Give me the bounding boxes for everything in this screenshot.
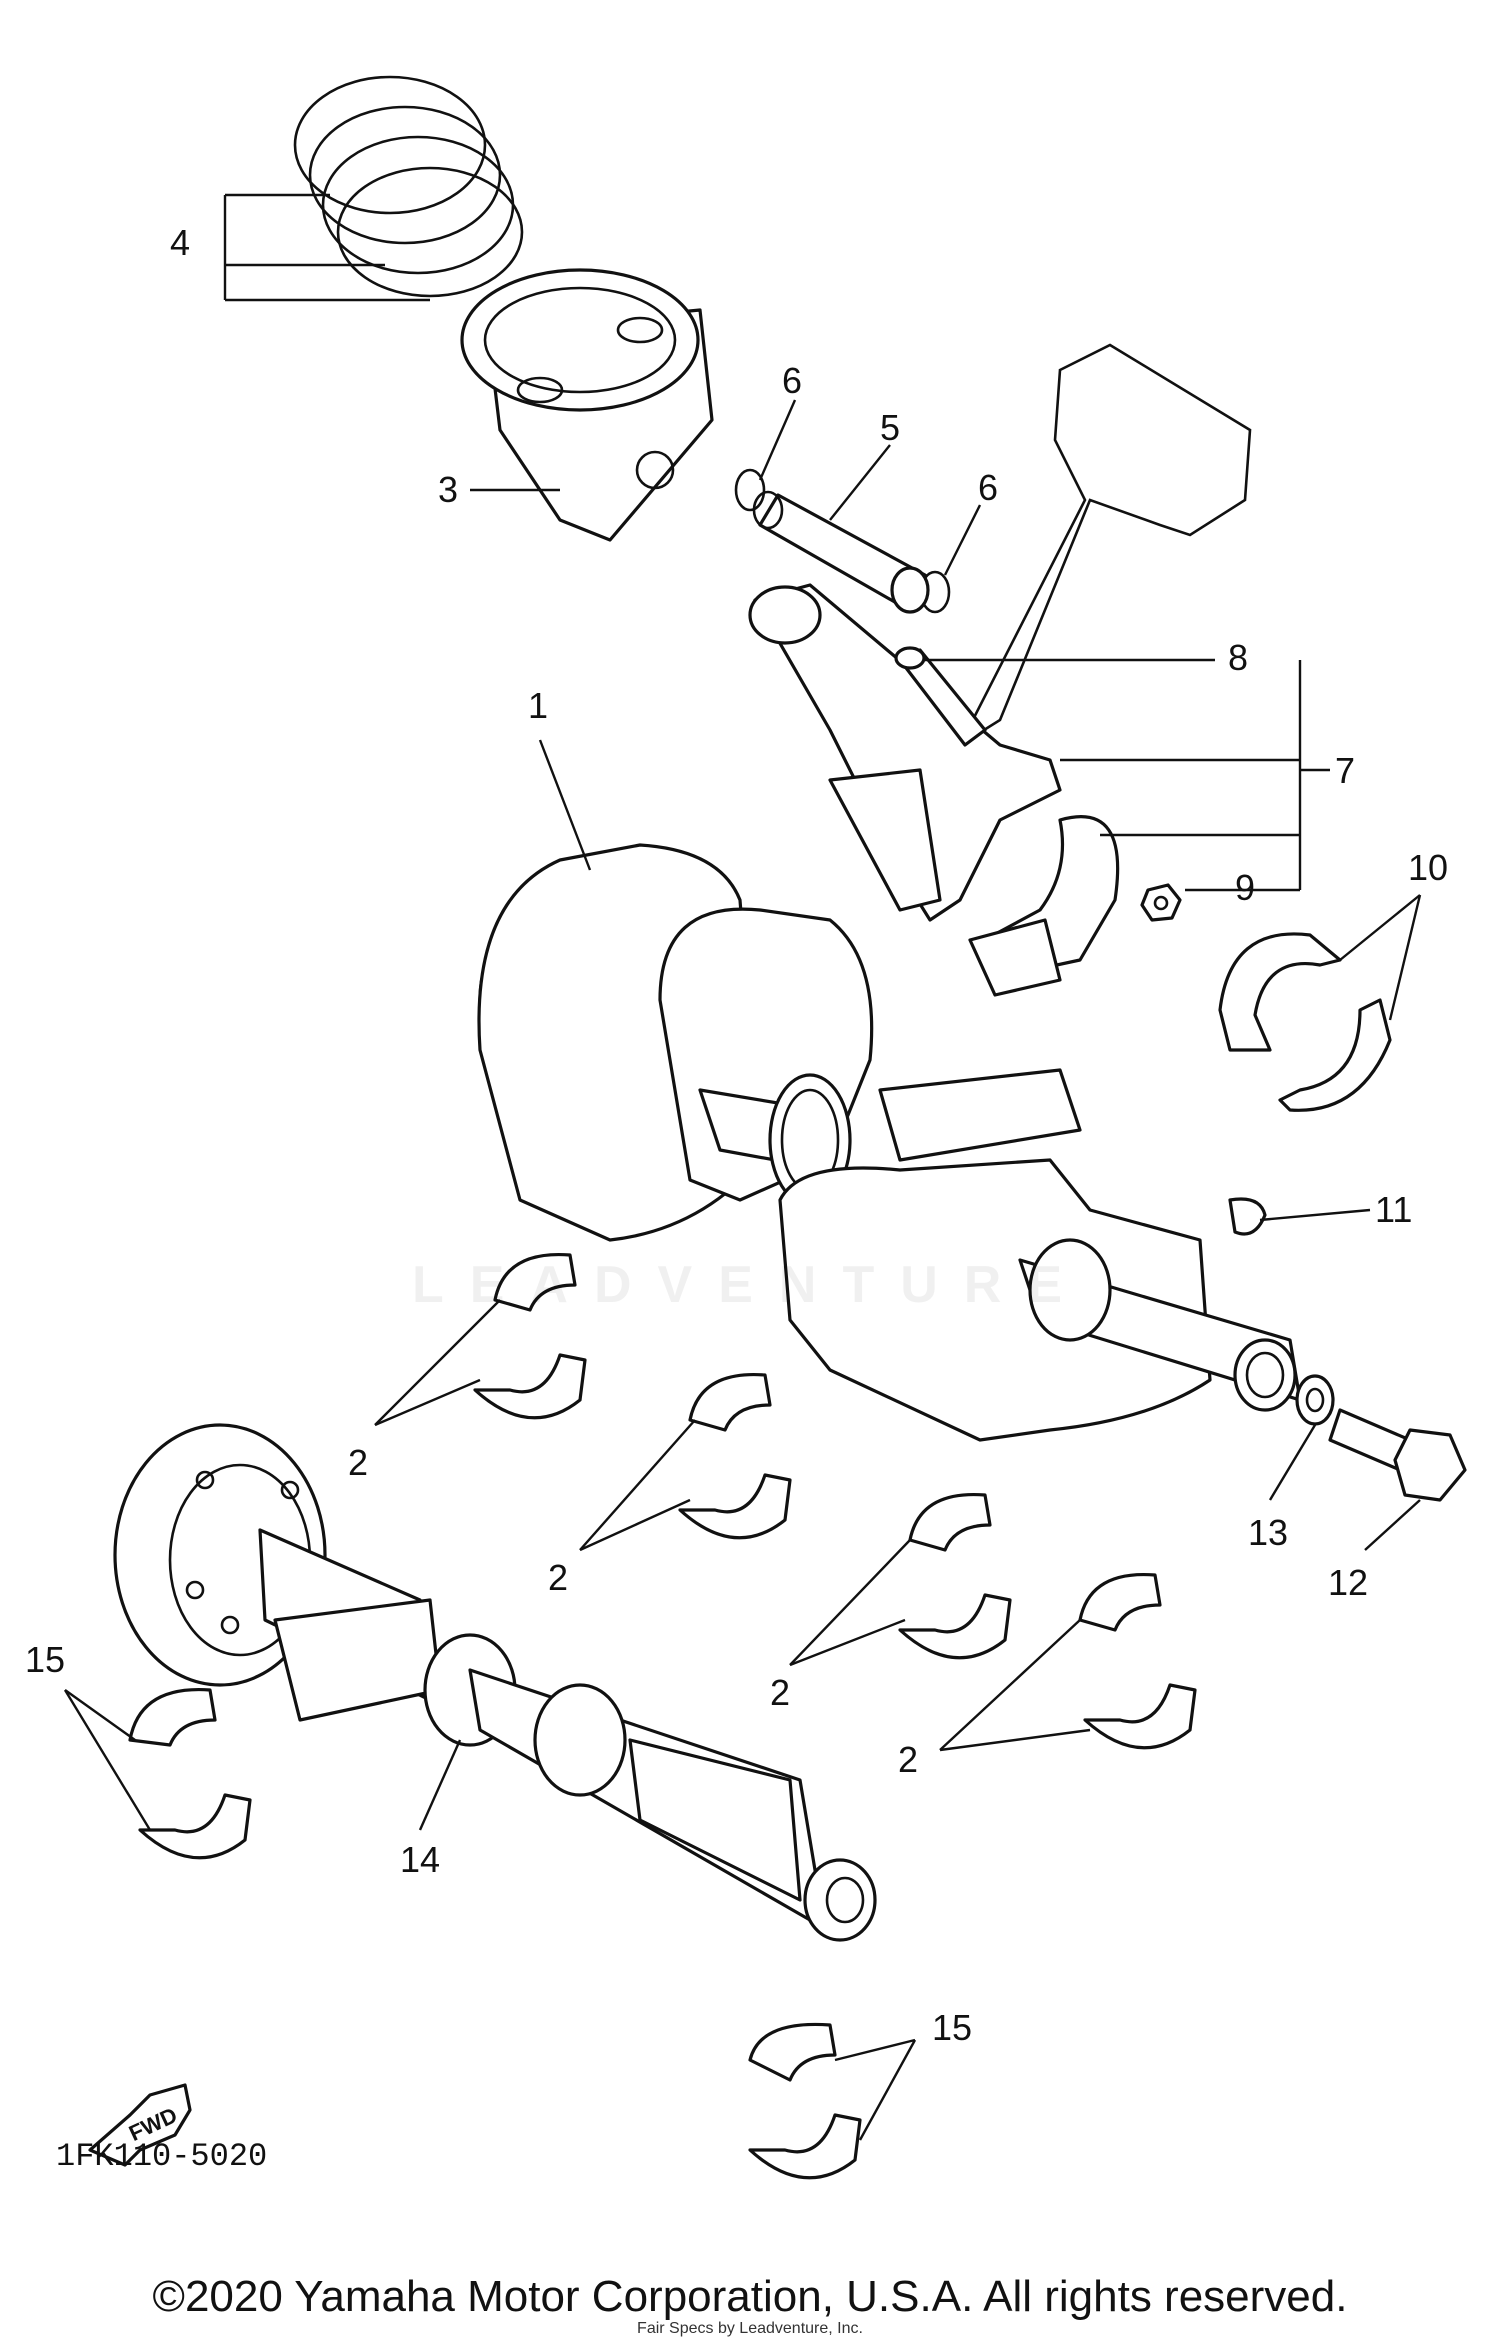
callout-11: 11: [1375, 1189, 1412, 1230]
balancer-shaft[interactable]: [113, 1423, 877, 1942]
case-outline: [956, 343, 1252, 749]
callout-4: 4: [170, 222, 190, 263]
callout-2d: 2: [898, 1739, 918, 1780]
balancer-bearings[interactable]: [128, 1687, 862, 2180]
callout-10: 10: [1408, 847, 1448, 888]
crank-bolt[interactable]: [1328, 1408, 1467, 1502]
callout-6b: 6: [978, 467, 998, 508]
callout-12: 12: [1328, 1562, 1368, 1603]
rod-nut[interactable]: [1140, 883, 1182, 922]
callout-14: 14: [400, 1839, 440, 1880]
copyright-notice: ©2020 Yamaha Motor Corporation, U.S.A. A…: [152, 2272, 1348, 2321]
crankshaft[interactable]: [477, 843, 1302, 1442]
connecting-rod[interactable]: [748, 583, 1062, 922]
rod-cap[interactable]: [968, 815, 1120, 997]
watermark: LEADVENTURE: [411, 1256, 1089, 1314]
callout-3: 3: [438, 469, 458, 510]
callout-2b: 2: [548, 1557, 568, 1598]
woodruff-key[interactable]: [1228, 1197, 1267, 1236]
callout-labels: 4 3 6 5 6 8 7 9 1 10 11 2 2 2 2 13 12 15…: [25, 222, 1448, 2048]
callout-5: 5: [880, 407, 900, 448]
piston[interactable]: [460, 268, 714, 542]
callout-1: 1: [528, 685, 548, 726]
callout-6a: 6: [782, 360, 802, 401]
callout-2a: 2: [348, 1442, 368, 1483]
rod-bolt[interactable]: [894, 646, 987, 747]
callout-8: 8: [1228, 637, 1248, 678]
callout-13: 13: [1248, 1512, 1288, 1553]
piston-pin[interactable]: [752, 490, 930, 614]
callout-9: 9: [1235, 867, 1255, 908]
leader-lines: [63, 193, 1422, 2141]
washer[interactable]: [1295, 1374, 1335, 1426]
big-end-bearings[interactable]: [1218, 932, 1392, 1112]
piston-rings[interactable]: [293, 75, 524, 298]
copyright-subline: Fair Specs by Leadventure, Inc.: [637, 2320, 863, 2337]
callout-2c: 2: [770, 1672, 790, 1713]
drawing-id: 1FK110-5020: [56, 2138, 268, 2175]
main-bearings[interactable]: [473, 1252, 1197, 1750]
callout-15b: 15: [932, 2007, 972, 2048]
callout-7: 7: [1335, 750, 1355, 791]
callout-15a: 15: [25, 1639, 65, 1680]
